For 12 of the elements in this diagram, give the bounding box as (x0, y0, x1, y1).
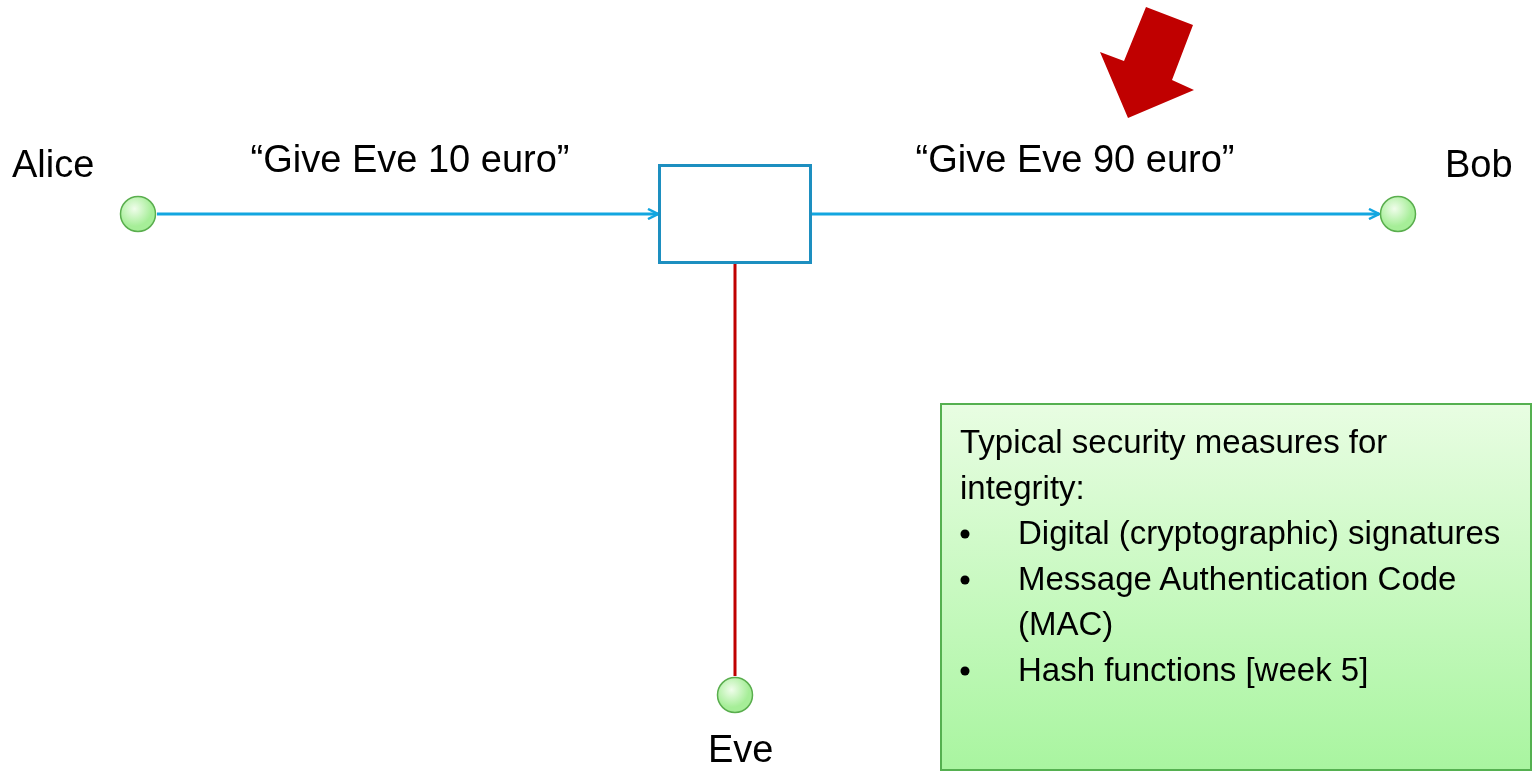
bullet-item: Hash functions [week 5] (1018, 646, 1512, 693)
arrow (157, 207, 660, 221)
node-label: Bob (1445, 143, 1513, 186)
bullet-item: Message Authentication Code (MAC) (1018, 555, 1512, 647)
node-label: Alice (12, 143, 95, 186)
arrow (812, 207, 1381, 221)
connector-line (733, 264, 737, 676)
node-label: Eve (708, 728, 774, 771)
note-heading: Typical security measures for integrity: (960, 422, 1389, 508)
bullet-item: Digital (cryptographic) signatures (1018, 510, 1512, 556)
relay-box (658, 164, 812, 264)
note-box (940, 403, 1532, 771)
